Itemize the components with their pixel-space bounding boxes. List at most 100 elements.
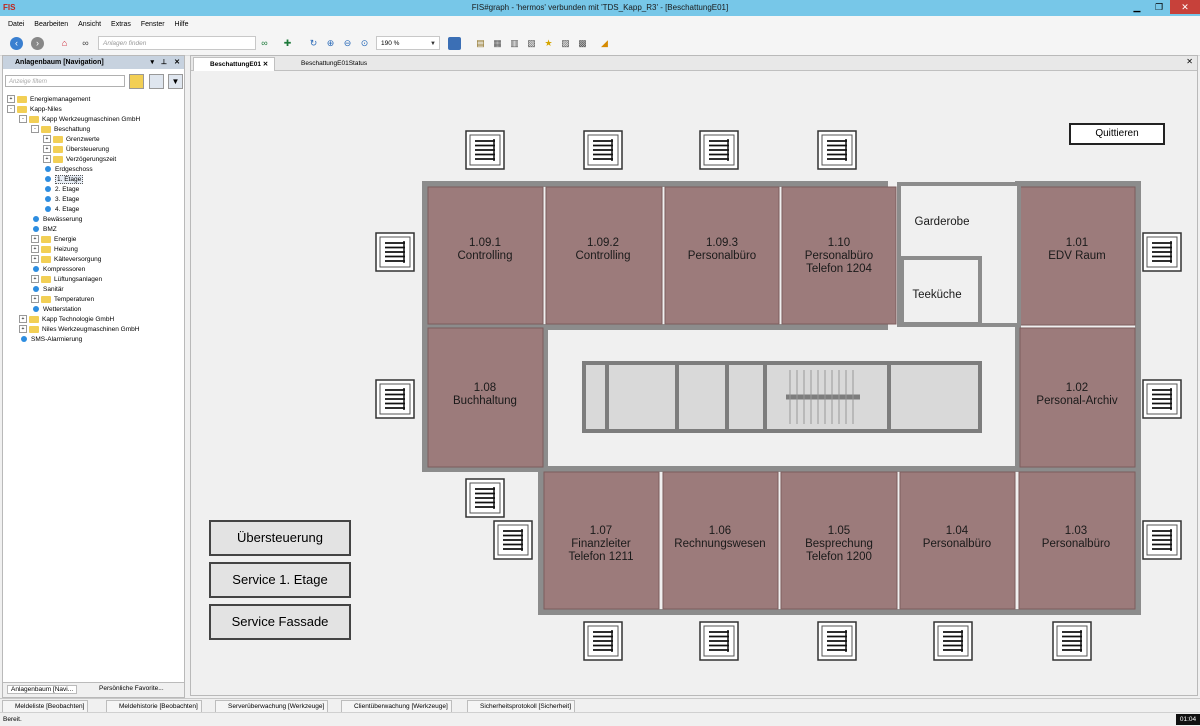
menu-fenster[interactable]: Fenster [140,21,165,28]
room-1-04[interactable] [899,471,1016,610]
room-1-09-3[interactable] [664,186,780,325]
blind-icon[interactable] [493,520,533,560]
pin-icon[interactable]: ⊥ [160,59,167,66]
zoom-out-icon[interactable]: ⊖ [343,38,352,48]
clipboard-icon[interactable]: ▧ [527,38,536,48]
tab-beschattung-e01-status[interactable]: BeschattungE01Status [285,57,373,70]
close-icon[interactable]: ✕ [174,59,180,66]
tree-item[interactable]: +Heizung [3,245,184,255]
blind-icon[interactable] [375,379,415,419]
tree-item[interactable]: Sanitär [3,285,184,295]
restore-button[interactable]: ❐ [1154,2,1164,12]
menu-datei[interactable]: Datei [8,21,25,28]
room-1-02[interactable] [1019,327,1136,468]
collapse-icon[interactable]: - [7,105,15,114]
menu-hilfe[interactable]: Hilfe [174,21,189,28]
blind-icon[interactable] [583,130,623,170]
blind-icon[interactable] [1142,232,1182,272]
tree-item[interactable]: +Übersteuerung [3,145,184,155]
tab-favoriten[interactable]: Persönliche Favorite... [99,685,164,692]
tab-anlagenbaum[interactable]: Anlagenbaum [Navi... [7,685,78,694]
tree-item[interactable]: +Kälteversorgung [3,255,184,265]
blind-icon[interactable] [1142,520,1182,560]
blind-icon[interactable] [1142,379,1182,419]
blind-icon[interactable] [699,621,739,661]
room-1-09-2[interactable] [545,186,663,325]
blind-icon[interactable] [1052,621,1092,661]
expand-icon[interactable]: + [31,295,39,304]
blind-icon[interactable] [817,130,857,170]
blind-icon[interactable] [583,621,623,661]
tree-item[interactable]: +Energie [3,235,184,245]
tree-item[interactable]: +Grenzwerte [3,135,184,145]
tree-item[interactable]: +Kapp Technologie GmbH [3,315,184,325]
filter-icon[interactable]: ▼ [168,74,183,89]
service-etage-button[interactable]: Service 1. Etage [209,562,351,598]
expand-icon[interactable]: + [43,135,51,144]
zoom-fit-icon[interactable]: ⊙ [360,38,369,48]
expand-icon[interactable]: + [31,245,39,254]
uebersteuerung-button[interactable]: Übersteuerung [209,520,351,556]
ruler-icon[interactable]: ◢ [601,38,608,48]
dropdown-icon[interactable]: ▾ [150,59,154,66]
add-icon[interactable]: ✚ [283,38,292,48]
folder-icon[interactable]: ▤ [476,38,485,48]
expand-icon[interactable]: + [19,325,27,334]
tree-item[interactable]: +Energiemanagement [3,95,184,105]
room-1-08[interactable] [427,327,544,468]
tree-item[interactable]: 1. Etage [3,175,184,185]
room-1-06[interactable] [662,471,779,610]
tree-item[interactable]: -Kapp Werkzeugmaschinen GmbH [3,115,184,125]
expand-icon[interactable]: + [19,315,27,324]
filter-input[interactable]: Anzeige filtern [5,75,125,87]
expand-icon[interactable]: + [7,95,15,104]
find-icon[interactable]: ∞ [261,38,268,48]
expand-icon[interactable]: + [31,275,39,284]
binoculars-icon[interactable]: ∞ [82,38,89,48]
expand-icon[interactable]: + [43,145,51,154]
tree-item[interactable]: 2. Etage [3,185,184,195]
tree-item[interactable]: +Verzögerungszeit [3,155,184,165]
screen-icon[interactable] [448,37,461,50]
blind-icon[interactable] [465,130,505,170]
tree-item[interactable]: SMS-Alarmierung [3,335,184,345]
blind-icon[interactable] [817,621,857,661]
report-icon[interactable]: ▩ [578,38,587,48]
room-1-01[interactable] [1019,186,1136,326]
tree-folder-icon[interactable] [129,74,144,89]
search-input[interactable]: Anlagen finden [98,36,256,50]
expand-icon[interactable]: + [43,155,51,164]
refresh-icon[interactable]: ↻ [309,38,318,48]
doc-icon[interactable]: ▨ [561,38,570,48]
tree-item[interactable]: Kompressoren [3,265,184,275]
tab-beschattung-e01[interactable]: BeschattungE01 ✕ [193,57,276,71]
room-1-05[interactable] [780,471,898,610]
menu-extras[interactable]: Extras [111,21,131,28]
blind-icon[interactable] [375,232,415,272]
menu-bearbeiten[interactable]: Bearbeiten [34,21,69,28]
close-button[interactable]: ✕ [1170,0,1200,14]
tree-item[interactable]: Bewässerung [3,215,184,225]
blind-icon[interactable] [933,621,973,661]
blind-icon[interactable] [465,478,505,518]
service-fassade-button[interactable]: Service Fassade [209,604,351,640]
expand-icon[interactable]: + [31,255,39,264]
room-1-03[interactable] [1018,471,1136,610]
tree-item[interactable]: -Beschattung [3,125,184,135]
tree-item[interactable]: +Temperaturen [3,295,184,305]
tree-item[interactable]: 3. Etage [3,195,184,205]
room-1-09-1[interactable] [427,186,544,325]
close-doc-icon[interactable]: ✕ [1186,57,1193,66]
tree-item[interactable]: Wetterstation [3,305,184,315]
page-icon[interactable]: ▦ [493,38,502,48]
star-icon[interactable]: ★ [544,38,553,48]
tree-item[interactable]: Erdgeschoss [3,165,184,175]
tree-item[interactable]: 4. Etage [3,205,184,215]
home-icon[interactable]: ⌂ [61,38,68,48]
blind-icon[interactable] [699,130,739,170]
tree-item[interactable]: +Lüftungsanlagen [3,275,184,285]
menu-ansicht[interactable]: Ansicht [78,21,102,28]
collapse-icon[interactable]: - [19,115,27,124]
collapse-icon[interactable]: - [31,125,39,134]
room-1-10[interactable] [781,186,897,325]
